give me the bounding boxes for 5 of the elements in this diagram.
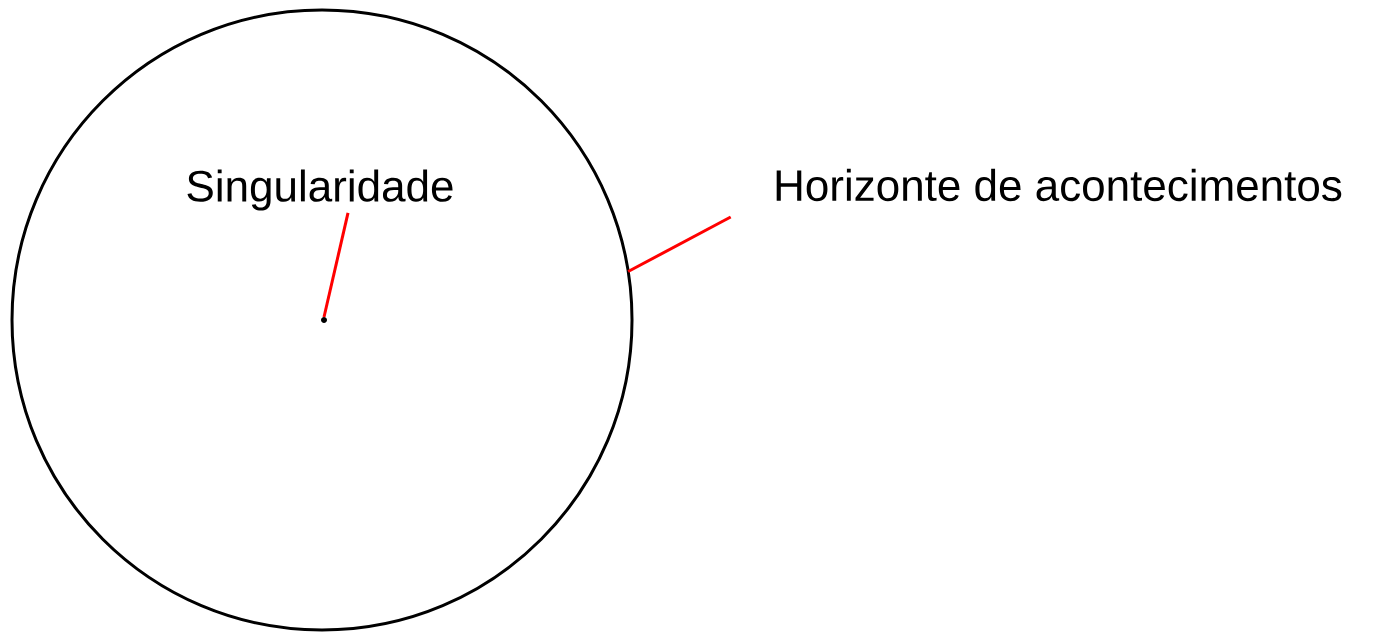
leader-line [322,212,350,318]
node-label: Singularidade [187,169,453,211]
circle [10,8,634,632]
leader-line [627,215,732,273]
node-label: Horizonte de acontecimentos [776,168,1342,202]
